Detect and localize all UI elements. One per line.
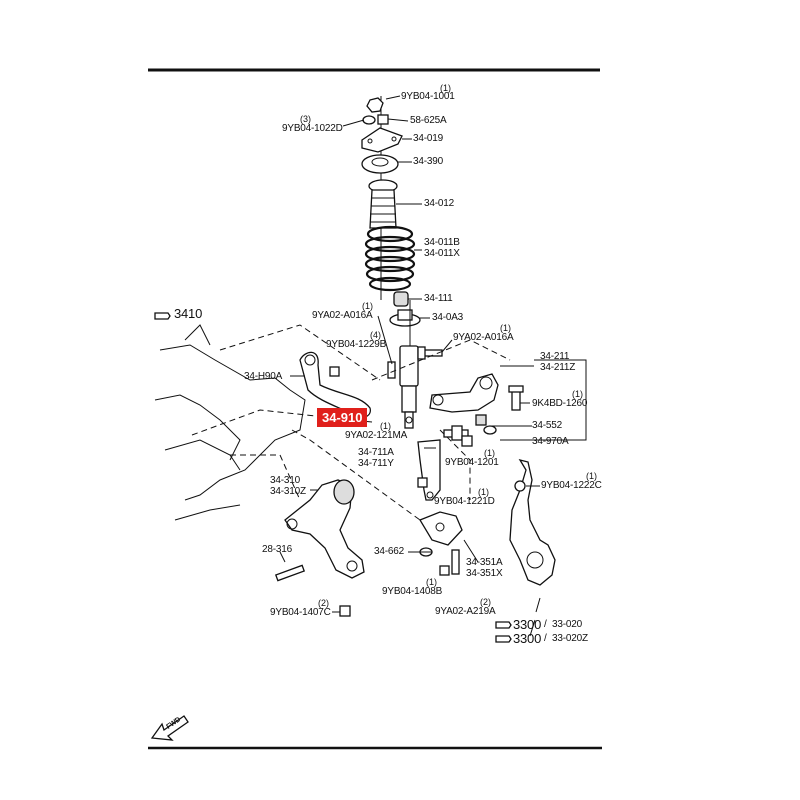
slash-a: / <box>544 619 547 630</box>
label-9YB04-1001: 9YB04-1001 <box>401 91 455 102</box>
bolt-9YA02-A016A-left-part <box>387 361 396 379</box>
nut-9YB04-1201-part <box>461 435 473 447</box>
slash-b: / <box>544 633 547 644</box>
stabilizer-link-part <box>299 351 371 419</box>
qty-9YB04-1221D: (1) <box>478 487 489 497</box>
label-9YB04-1407C: 9YB04-1407C <box>270 607 331 618</box>
label-9YB04-1229B: 9YB04-1229B <box>326 339 387 350</box>
label-34-310: 34-310 <box>270 475 300 486</box>
label-9YA02-A016A-right: 9YA02-A016A <box>453 332 514 343</box>
spring-seat-part <box>389 309 421 327</box>
knuckle-part <box>509 458 556 586</box>
label-34-011B: 34-011B <box>424 237 460 248</box>
label-33-020: 33-020 <box>552 619 582 630</box>
label-9YB04-1222C: 9YB04-1222C <box>541 480 602 491</box>
qty-9YB04-1022D: (3) <box>300 114 311 124</box>
qty-9YB04-1001: (1) <box>440 83 451 93</box>
pointer-icon-3300-a <box>495 621 512 629</box>
upper-arm-part <box>429 373 499 413</box>
label-9K4BD-1260: 9K4BD-1260 <box>532 398 588 409</box>
label-9YA02-A016A-left: 9YA02-A016A <box>312 310 373 321</box>
label-3410: 3410 <box>174 306 203 321</box>
label-34-310Z: 34-310Z <box>270 486 306 497</box>
dust-boot-part <box>368 179 398 229</box>
qty-9YB04-1408B: (1) <box>426 577 437 587</box>
bolt-9YA02-A219A-part <box>451 549 460 575</box>
label-34-0A3: 34-0A3 <box>432 312 464 323</box>
label-34-012: 34-012 <box>424 198 454 209</box>
label-9YA02-121MA: 9YA02-121MA <box>345 430 408 441</box>
qty-9YB04-1407C: (2) <box>318 598 329 608</box>
label-34-662: 34-662 <box>374 546 404 557</box>
label-9YA02-A219A: 9YA02-A219A <box>435 606 496 617</box>
label-9YB04-1408B: 9YB04-1408B <box>382 586 443 597</box>
label-9YB04-1221D: 9YB04-1221D <box>434 496 495 507</box>
label-34-211Z: 34-211Z <box>540 362 576 373</box>
ball-joint-part <box>419 511 463 546</box>
washer-part <box>362 115 376 125</box>
label-34-711A: 34-711A <box>358 447 394 458</box>
label-9YB04-1022D: 9YB04-1022D <box>282 123 343 134</box>
coil-spring-part <box>364 225 416 292</box>
bolt-28-316-part <box>274 564 306 582</box>
nut-9YB04-1229B-part <box>329 366 340 377</box>
shock-absorber-part <box>399 300 419 429</box>
pointer-icon-3300-b <box>495 635 512 643</box>
qty-9YA02-A219A: (2) <box>480 597 491 607</box>
nut-9YB04-1408B-part <box>439 565 450 576</box>
label-34-552: 34-552 <box>532 420 562 431</box>
label-34-019: 34-019 <box>413 133 443 144</box>
label-3300-a: 3300 <box>513 617 542 632</box>
label-28-316: 28-316 <box>262 544 292 555</box>
label-9YB04-1201: 9YB04-1201 <box>445 457 499 468</box>
bushing-34-552-part <box>475 414 487 426</box>
nut-9YB04-1221D-part <box>417 477 428 488</box>
label-34-390: 34-390 <box>413 156 443 167</box>
nut-9YB04-1222C-part <box>514 480 526 492</box>
washer-34-970A-part <box>483 425 497 435</box>
qty-9K4BD-1260: (1) <box>572 389 583 399</box>
label-34-711Y: 34-711Y <box>358 458 394 469</box>
mount-bracket-part <box>361 127 403 153</box>
qty-9YA02-A016A-left: (1) <box>362 301 373 311</box>
label-34-211: 34-211 <box>540 351 570 362</box>
label-58-625A: 58-625A <box>410 115 447 126</box>
bolt-9YA02-121MA-part <box>443 425 469 441</box>
label-33-020Z: 33-020Z <box>552 633 588 644</box>
bolt-9K4BD-1260-part <box>511 389 521 411</box>
strut-mount-part <box>361 154 399 174</box>
qty-9YA02-121MA: (1) <box>380 421 391 431</box>
qty-9YB04-1229B: (4) <box>370 330 381 340</box>
label-34-970A: 34-970A <box>532 436 569 447</box>
bump-stop-part <box>393 291 409 307</box>
label-34-351X: 34-351X <box>466 568 503 579</box>
qty-9YB04-1201: (1) <box>484 448 495 458</box>
pointer-icon-3410 <box>154 312 171 320</box>
nut-58-625A-part <box>377 114 389 125</box>
label-34-H90A: 34-H90A <box>244 371 283 382</box>
top-nut-part <box>366 97 384 113</box>
subframe-outline <box>154 324 306 521</box>
qty-9YB04-1222C: (1) <box>586 471 597 481</box>
fwd-arrow-icon <box>150 715 189 741</box>
label-34-011X: 34-011X <box>424 248 460 259</box>
label-34-111: 34-111 <box>424 293 453 304</box>
label-34-351A: 34-351A <box>466 557 503 568</box>
label-3300-b: 3300 <box>513 631 542 646</box>
nut-9YB04-1407C-part <box>339 605 351 617</box>
qty-9YA02-A016A-right: (1) <box>500 323 511 333</box>
fork-part <box>417 439 441 501</box>
highlight-part-34-910[interactable]: 34-910 <box>317 408 368 427</box>
lower-arm-part <box>284 479 365 579</box>
